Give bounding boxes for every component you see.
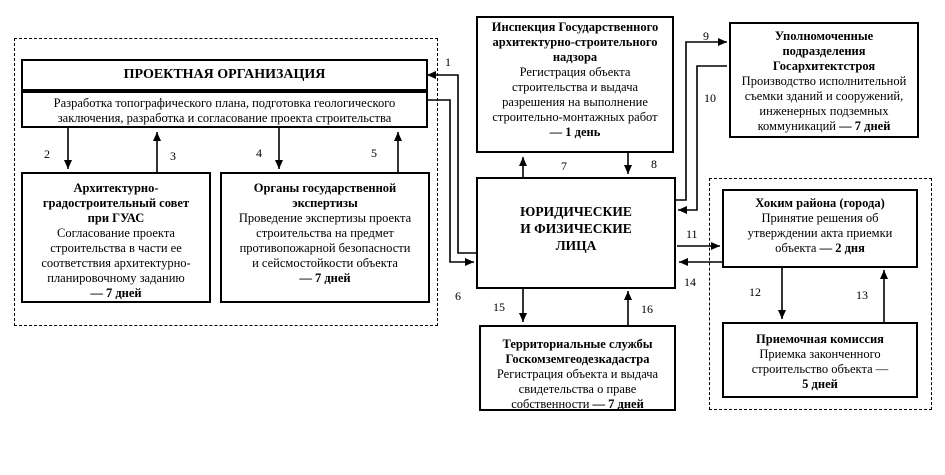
- authorized-desc-3: инженерных подземных: [759, 104, 889, 118]
- arrow-label-16: 16: [641, 302, 653, 316]
- arch-council-desc-1: Согласование проекта: [57, 226, 175, 240]
- commission-box: Приемочная комиссия Приемка законченного…: [722, 322, 918, 398]
- arrow-label-7: 7: [561, 159, 567, 173]
- arrow-label-6: 6: [455, 289, 461, 303]
- project-org-desc: Разработка топографического плана, подго…: [21, 91, 428, 128]
- authorized-desc-4: коммуникаций: [757, 119, 836, 133]
- authorized-desc-2: съемки зданий и сооружений,: [744, 89, 904, 103]
- arrow-1: [427, 71, 476, 254]
- arch-council-title-1: Архитектурно-: [73, 181, 159, 195]
- arrow-label-14: 14: [684, 275, 696, 289]
- authorized-term: — 7 дней: [839, 119, 891, 133]
- commission-term: 5 дней: [802, 377, 838, 391]
- project-org-desc-line1: Разработка топографического плана, подго…: [53, 96, 396, 110]
- expertise-desc-3: противопожарной безопасности: [239, 241, 411, 255]
- arrow-label-5: 5: [371, 146, 377, 160]
- arch-council-term: — 7 дней: [90, 286, 142, 300]
- expertise-term: — 7 дней: [299, 271, 351, 285]
- authorized-box: Уполномоченные подразделения Госархитект…: [729, 22, 919, 138]
- territorial-title-1: Территориальные службы: [502, 337, 653, 351]
- commission-desc-2: строительство объекта —: [751, 362, 889, 376]
- arrow-6: [426, 99, 474, 266]
- expertise-title-1: Органы государственной: [253, 181, 397, 195]
- inspection-box: Инспекция Государственного архитектурно-…: [476, 16, 674, 153]
- territorial-title-2: Госкомземгеодезкадастра: [505, 352, 650, 366]
- inspection-title-3: надзора: [552, 50, 598, 64]
- territorial-desc-2: свидетельства о праве: [518, 382, 637, 396]
- arrow-label-11: 11: [686, 227, 698, 241]
- inspection-term: — 1 день: [549, 125, 601, 139]
- arrow-label-8: 8: [651, 157, 657, 171]
- khokim-box: Хоким района (города) Принятие решения о…: [722, 189, 918, 268]
- arrow-label-13: 13: [856, 288, 868, 302]
- arch-council-desc-4: планировочному заданию: [47, 271, 185, 285]
- commission-title: Приемочная комиссия: [756, 332, 884, 346]
- inspection-desc-1: Регистрация объекта: [519, 65, 631, 79]
- arch-council-box: Архитектурно- градостроительный совет пр…: [21, 172, 211, 303]
- persons-line1: ЮРИДИЧЕСКИЕ: [520, 204, 632, 219]
- project-org-title: ПРОЕКТНАЯ ОРГАНИЗАЦИЯ: [123, 67, 326, 82]
- authorized-desc-1: Производство исполнительной: [741, 74, 907, 88]
- expertise-box: Органы государственной экспертизы Провед…: [220, 172, 430, 303]
- inspection-desc-4: строительно-монтажных работ: [492, 110, 658, 124]
- project-org-desc-line2: заключения, разработка и согласование пр…: [57, 111, 392, 125]
- arrow-label-9: 9: [703, 29, 709, 43]
- persons-line2: И ФИЗИЧЕСКИЕ: [520, 221, 632, 236]
- khokim-title: Хоким района (города): [755, 196, 885, 210]
- arrow-label-3: 3: [170, 149, 176, 163]
- arrow-label-1: 1: [445, 55, 451, 69]
- arrow-label-4: 4: [256, 146, 262, 160]
- arrow-10: [678, 65, 727, 214]
- arrow-label-12: 12: [749, 285, 761, 299]
- acceptance-stage-group: [709, 178, 932, 410]
- inspection-desc-2: строительства и выдача: [511, 80, 639, 94]
- authorized-title-2: подразделения: [782, 44, 866, 58]
- arrow-label-15: 15: [493, 300, 505, 314]
- territorial-desc-1: Регистрация объекта и выдача: [496, 367, 659, 381]
- authorized-title-3: Госархитектстроя: [772, 59, 876, 73]
- inspection-title-2: архитектурно-строительного: [492, 35, 658, 49]
- arch-council-title-2: градостроительный совет: [42, 196, 190, 210]
- territorial-term: — 7 дней: [592, 397, 644, 411]
- khokim-term: — 2 дня: [819, 241, 865, 255]
- territorial-desc-3: собственности: [511, 397, 590, 411]
- arch-council-desc-3: соответствия архитектурно-: [41, 256, 191, 270]
- inspection-desc-3: разрешения на выполнение: [502, 95, 648, 109]
- arrow-label-10: 10: [704, 91, 716, 105]
- khokim-desc-2: утверждении акта приемки: [747, 226, 893, 240]
- persons-line3: ЛИЦА: [555, 238, 597, 253]
- expertise-desc-4: и сейсмостойкости объекта: [252, 256, 398, 270]
- project-org-header: ПРОЕКТНАЯ ОРГАНИЗАЦИЯ: [21, 59, 428, 91]
- arch-council-desc-2: строительства в части ее: [50, 241, 182, 255]
- commission-desc-1: Приемка законченного: [759, 347, 881, 361]
- arrow-label-2: 2: [44, 147, 50, 161]
- inspection-title-1: Инспекция Государственного: [491, 20, 659, 34]
- arrow-9: [676, 38, 727, 201]
- authorized-title-1: Уполномоченные: [774, 29, 874, 43]
- expertise-desc-2: строительства на предмет: [256, 226, 394, 240]
- expertise-title-2: экспертизы: [292, 196, 358, 210]
- khokim-desc-1: Принятие решения об: [761, 211, 879, 225]
- design-stage-group: [14, 38, 438, 326]
- territorial-box: Территориальные службы Госкомземгеодезка…: [479, 325, 676, 411]
- persons-box: ЮРИДИЧЕСКИЕ И ФИЗИЧЕСКИЕ ЛИЦА: [476, 177, 676, 289]
- khokim-desc-3: объекта: [775, 241, 817, 255]
- expertise-desc-1: Проведение экспертизы проекта: [238, 211, 412, 225]
- arch-council-title-3: при ГУАС: [87, 211, 145, 225]
